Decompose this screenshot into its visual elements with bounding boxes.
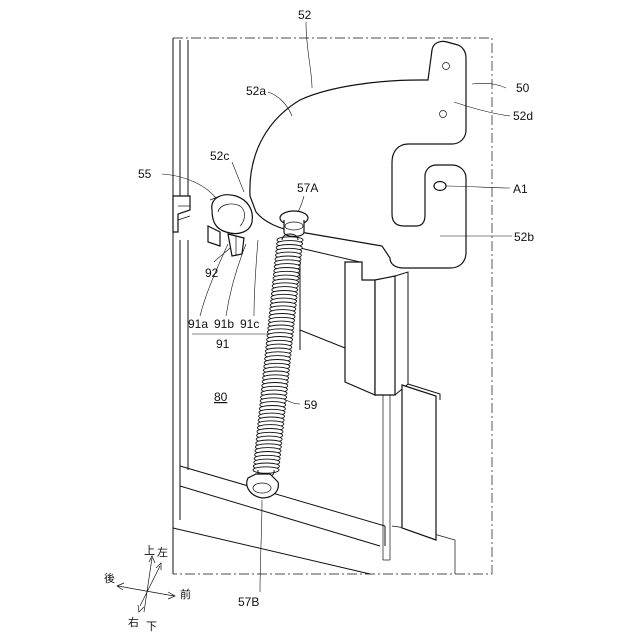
label-52: 52 (298, 8, 312, 22)
axis-label-back: 後 (104, 571, 115, 585)
label-91c: 91c (240, 317, 259, 331)
label-52a: 52a (246, 84, 266, 98)
label-57B: 57B (238, 595, 259, 609)
axis-label-left: 左 (157, 546, 168, 559)
lever-plate-52 (250, 41, 466, 268)
stud-57A (280, 211, 308, 237)
label-91b: 91b (214, 317, 234, 331)
label-A1: A1 (513, 182, 528, 196)
label-52c: 52c (210, 149, 229, 163)
axis-label-up: 上 (144, 544, 155, 557)
label-92: 92 (205, 266, 219, 280)
axis-label-front: 前 (180, 587, 191, 601)
direction-indicator (117, 556, 175, 612)
label-59: 59 (304, 398, 318, 412)
label-50: 50 (516, 81, 530, 95)
axis-label-down: 下 (146, 620, 157, 633)
coil-spring-59 (253, 234, 303, 477)
label-52d: 52d (513, 109, 533, 123)
label-91: 91 (216, 337, 230, 351)
bracket-assembly (300, 248, 440, 560)
label-80: 80 (214, 390, 228, 404)
left-rail (173, 40, 190, 520)
label-57A: 57A (297, 181, 318, 195)
hook-part-55 (208, 195, 252, 256)
stud-57B (247, 474, 279, 498)
axis-label-right: 右 (128, 615, 139, 629)
spring-coil-turn (253, 467, 279, 473)
label-55: 55 (138, 167, 152, 181)
label-52b: 52b (514, 230, 534, 244)
label-91a: 91a (188, 317, 208, 331)
hole-A1 (434, 182, 446, 191)
